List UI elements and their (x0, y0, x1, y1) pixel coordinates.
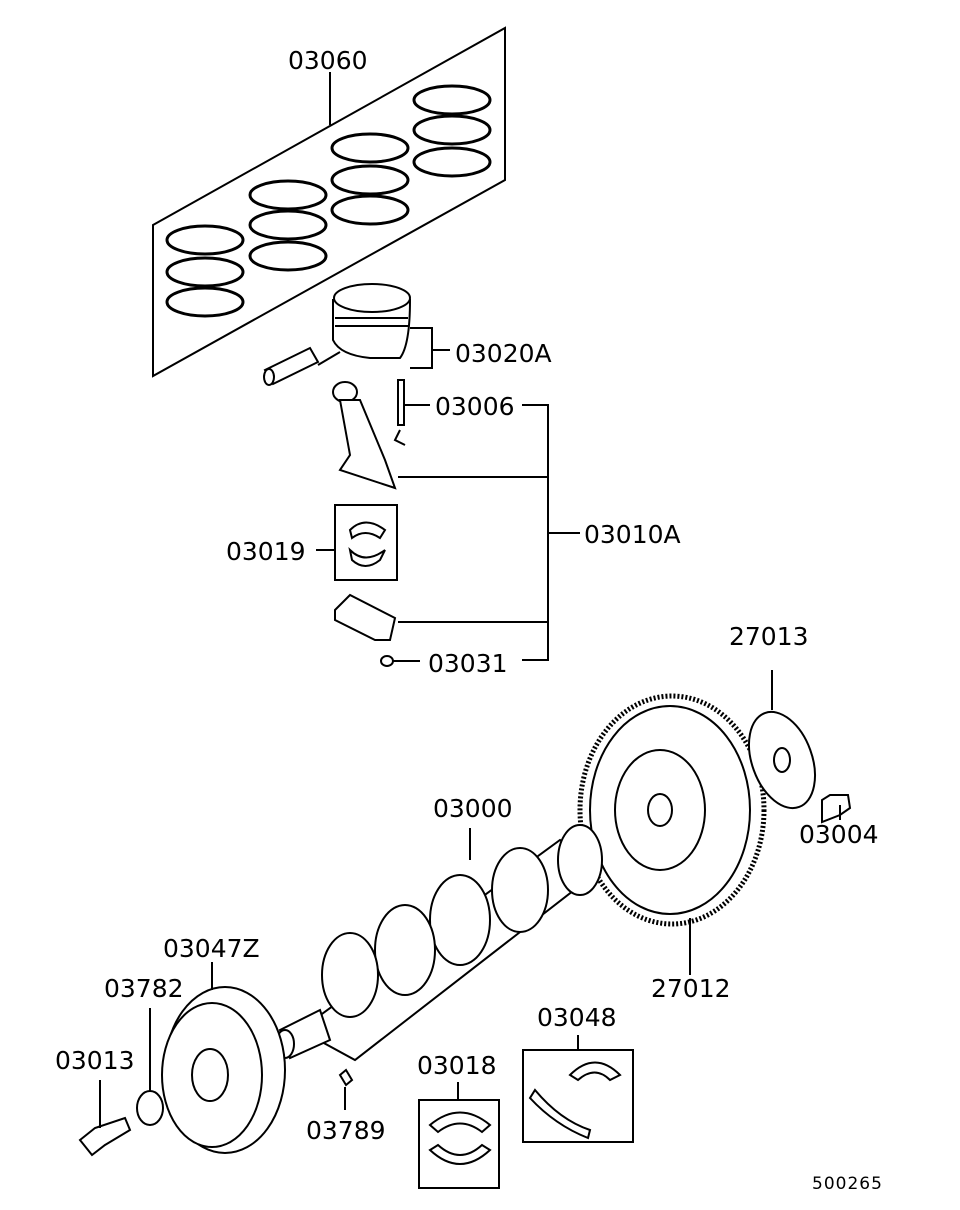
label-03782: 03782 (104, 974, 184, 1003)
label-03047Z: 03047Z (163, 934, 260, 963)
label-03000: 03000 (433, 794, 513, 823)
bearings-drawing (418, 1035, 634, 1189)
label-03020A: 03020A (455, 339, 552, 368)
label-03006: 03006 (435, 392, 515, 421)
drive-plate-drawing (577, 670, 852, 975)
label-03013: 03013 (55, 1046, 135, 1075)
label-03018: 03018 (417, 1051, 497, 1080)
label-03060: 03060 (288, 46, 368, 75)
label-03010A: 03010A (584, 520, 681, 549)
piston-drawing (263, 283, 450, 386)
label-27012: 27012 (651, 974, 731, 1003)
connecting-rod-drawing (316, 379, 580, 667)
crankshaft-drawing (275, 824, 603, 1110)
label-03031: 03031 (428, 649, 508, 678)
label-03789: 03789 (306, 1116, 386, 1145)
label-27013: 27013 (729, 622, 809, 651)
piston-ring-set-drawing (152, 26, 506, 378)
label-03019: 03019 (226, 537, 306, 566)
pulley-drawing (78, 962, 286, 1157)
label-03048: 03048 (537, 1003, 617, 1032)
label-03004: 03004 (799, 820, 879, 849)
figure-number: 500265 (812, 1174, 883, 1194)
